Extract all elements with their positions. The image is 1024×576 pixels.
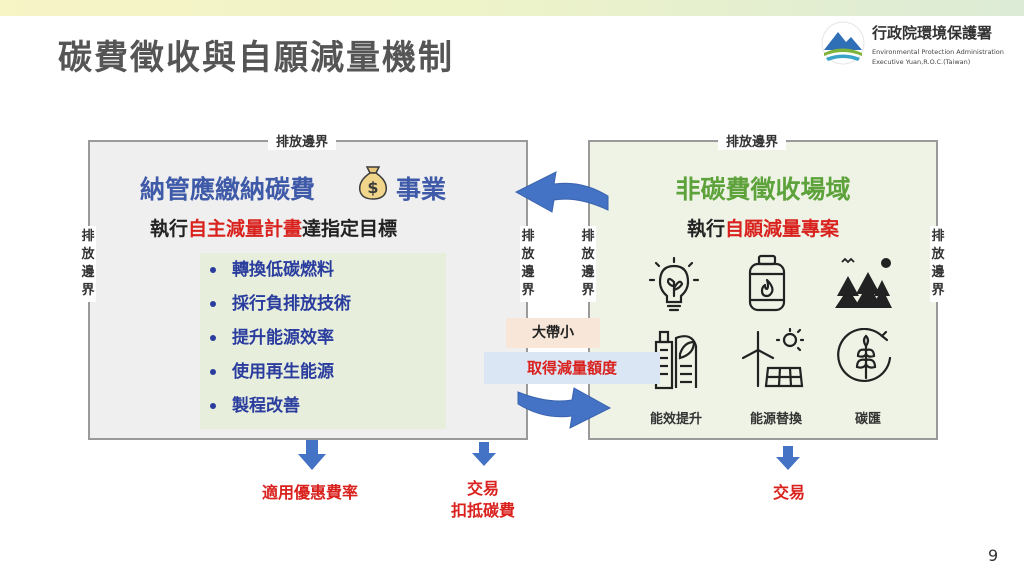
down-arrow-icon	[776, 446, 800, 470]
lightbulb-leaf-icon	[648, 256, 700, 312]
left-boundary-right-label: 排放邊界	[520, 226, 536, 302]
curved-arrow-right-icon	[517, 387, 612, 429]
list-item: 採行負排放技術	[200, 287, 446, 321]
down-arrow-icon	[298, 440, 326, 470]
down-arrow-icon	[472, 442, 496, 466]
top-gradient-bar	[0, 0, 1024, 16]
left-heading-suffix: 事業	[396, 175, 447, 204]
right-boundary-top-label: 排放邊界	[718, 131, 787, 150]
logo-en-line2: Executive Yuan,R.O.C.(Taiwan)	[872, 58, 971, 66]
caption-energy-efficiency: 能效提升	[649, 412, 702, 427]
carbon-sink-plant-icon	[837, 328, 892, 383]
right-subheading: 執行自願減量專案	[686, 218, 840, 240]
right-boundary-right-label: 排放邊界	[930, 226, 946, 302]
gas-cylinder-icon	[748, 254, 786, 312]
outcome-trade-offset: 交易扣抵碳費	[450, 479, 515, 520]
forest-icon	[835, 257, 892, 308]
left-subheading: 執行自主減量計畫達指定目標	[150, 218, 398, 240]
outcome-preferential-rate: 適用優惠費率	[261, 483, 358, 502]
outcome-trade: 交易	[772, 483, 805, 502]
svg-text:$: $	[367, 178, 378, 197]
caption-carbon-sink: 碳匯	[854, 412, 881, 427]
reduction-methods-list: 轉換低碳燃料 採行負排放技術 提升能源效率 使用再生能源 製程改善	[200, 253, 446, 429]
left-heading: 納管應繳納碳費	[140, 175, 316, 204]
logo-name: 行政院環境保護署	[872, 24, 993, 42]
caption-energy-substitution: 能源替換	[749, 412, 802, 427]
curved-arrow-left-icon	[514, 171, 609, 213]
list-item: 製程改善	[200, 389, 446, 423]
money-bag-icon: $	[358, 166, 388, 200]
list-item: 轉換低碳燃料	[200, 253, 446, 287]
mountain-logo-icon	[821, 21, 865, 65]
left-boundary-left-label: 排放邊界	[80, 226, 96, 302]
green-building-icon	[654, 330, 698, 390]
epa-logo: 行政院環境保護署 Environmental Protection Admini…	[820, 20, 1010, 68]
wind-solar-icon	[741, 328, 804, 388]
logo-en-line1: Environmental Protection Administration	[872, 48, 1004, 56]
list-item: 提升能源效率	[200, 321, 446, 355]
large-brings-small-tag: 大帶小	[506, 318, 600, 348]
right-boundary-left-label: 排放邊界	[580, 226, 596, 302]
obtain-credits-tag: 取得減量額度	[484, 352, 660, 384]
slide-title: 碳費徵收與自願減量機制	[58, 38, 454, 78]
list-item: 使用再生能源	[200, 355, 446, 389]
left-boundary-top-label: 排放邊界	[268, 131, 337, 150]
page-number: 9	[988, 546, 999, 565]
right-heading: 非碳費徵收場域	[675, 175, 851, 204]
